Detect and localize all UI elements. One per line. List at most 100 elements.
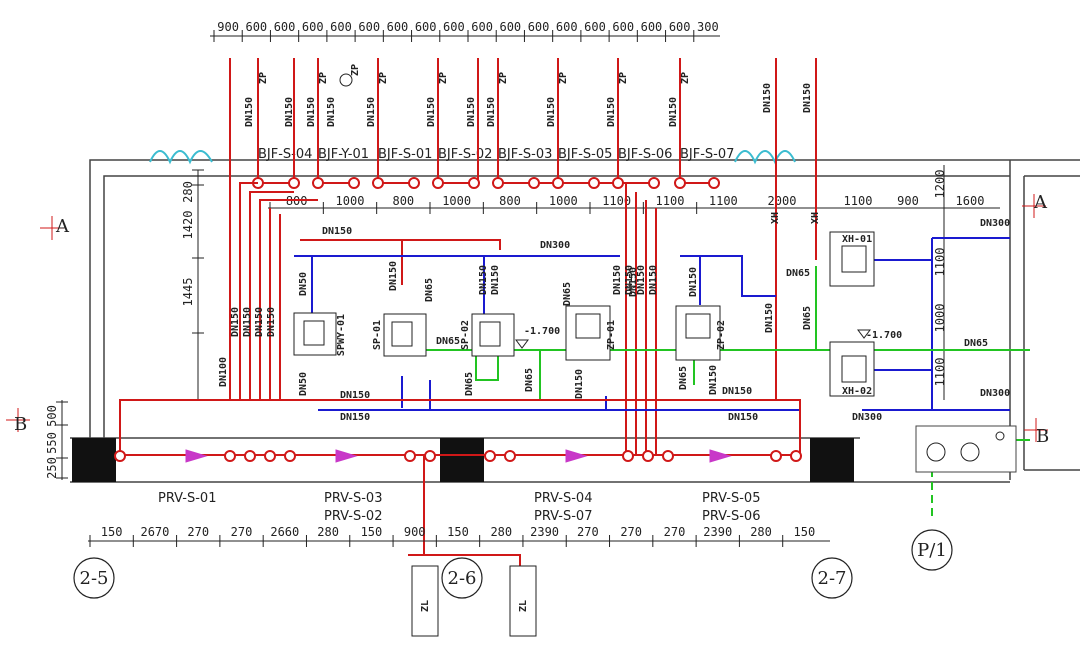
gauge-icon <box>339 73 353 87</box>
dim-bottom: 270 <box>664 525 686 539</box>
riser-label: DN150 <box>366 97 377 127</box>
dim-bottom: 2390 <box>530 525 559 539</box>
upper-cross-pipe <box>300 239 501 285</box>
dim-left-500: 500 <box>45 405 59 427</box>
label-dn150: DN150 <box>490 265 501 295</box>
dim-top: 600 <box>528 20 550 34</box>
dim-bottom: 150 <box>361 525 383 539</box>
dim-left-250: 250 <box>45 457 59 479</box>
level-markers: -1.700 -1.700 <box>515 326 902 349</box>
dim-right-1100b: 1100 <box>933 358 947 387</box>
trunk-label: DN150 <box>254 307 265 337</box>
trunk-label: DN150 <box>612 265 623 295</box>
zp-tag: ZP <box>680 72 691 84</box>
tag-bjf-s-04: BJF-S-04 <box>258 147 312 162</box>
trunk-label: DN150 <box>624 265 635 295</box>
dim-bottom: 2670 <box>140 525 169 539</box>
grid-bubble <box>441 557 483 599</box>
label-dn150-lower-c: DN150 <box>728 412 758 423</box>
dim-top: 600 <box>471 20 493 34</box>
walls <box>70 159 1080 483</box>
label-dn300-lower: DN300 <box>852 412 882 423</box>
label-dn65-xh: DN65 <box>786 268 810 279</box>
dim-top: 600 <box>274 20 296 34</box>
dim-right-1200: 1200 <box>933 170 947 199</box>
system-tags: BJF-S-04 BJF-Y-01 BJF-S-01 BJF-S-02 BJF-… <box>258 147 734 162</box>
dim-second-right: 1600 <box>956 194 985 208</box>
middle-trunk-bundle <box>625 183 657 455</box>
label-dn150-lower-b: DN150 <box>340 412 370 423</box>
dim-top: 600 <box>584 20 606 34</box>
xh-tag: XH <box>770 212 781 224</box>
zl-tag: ZL <box>518 600 529 612</box>
dim-bottom: 2660 <box>270 525 299 539</box>
dim-bottom: 280 <box>750 525 772 539</box>
zp-tag: ZP <box>378 72 389 84</box>
label-xh-02: XH-02 <box>842 386 872 397</box>
prv-label: PRV-S-03 <box>324 491 382 506</box>
label-dn65: DN65 <box>524 368 535 392</box>
riser-label: DN150 <box>306 97 317 127</box>
label-zp-02: ZP-02 <box>716 320 727 350</box>
section-mark-b-right: B <box>1036 426 1049 447</box>
label-dn150-xh: DN150 <box>764 303 775 333</box>
prv-label: PRV-S-06 <box>702 509 760 524</box>
grid-bubble <box>73 557 115 599</box>
dim-top: 600 <box>387 20 409 34</box>
level-label: -1.700 <box>524 326 560 337</box>
dim-top: 600 <box>443 20 465 34</box>
dim-second: 800 <box>392 194 414 208</box>
dim-second: 800 <box>499 194 521 208</box>
dim-right-1000: 1000 <box>933 304 947 333</box>
dim-second-right: 900 <box>897 194 919 208</box>
label-dn150-vert: DN150 <box>628 267 639 297</box>
dim-right-1100: 1100 <box>933 248 947 277</box>
grid-label: 2-7 <box>818 568 847 589</box>
dim-top: 600 <box>612 20 634 34</box>
label-dn300-right-bot: DN300 <box>980 388 1010 399</box>
zp-tag: ZP <box>558 72 569 84</box>
grid-label: 2-6 <box>448 568 477 589</box>
pipe-label-dn150-upper: DN150 <box>322 226 352 237</box>
dim-top: 600 <box>245 20 267 34</box>
water-pipes <box>294 237 1010 411</box>
dim-bottom: 150 <box>101 525 123 539</box>
dim-bottom: 270 <box>231 525 253 539</box>
riser-zp-tags: ZP ZP ZP ZP ZP ZP ZP ZP ZP <box>258 64 691 87</box>
zp-tag: ZP <box>350 64 361 76</box>
zp-tag: ZP <box>618 72 629 84</box>
lower-fire-mains <box>119 399 801 570</box>
dim-bottom: 150 <box>447 525 469 539</box>
grid-label: 2-5 <box>80 568 109 589</box>
dim-top: 300 <box>697 20 719 34</box>
dim-top: 600 <box>669 20 691 34</box>
tag-bjf-s-01: BJF-S-01 <box>378 147 432 162</box>
dim-bottom: 270 <box>187 525 209 539</box>
riser-label: DN150 <box>466 97 477 127</box>
dim-second: 1000 <box>549 194 578 208</box>
xh-tag: XH <box>810 212 821 224</box>
grid-axis-markers: 2-5 2-6 2-7 <box>73 557 853 599</box>
dim-bottom: 2390 <box>703 525 732 539</box>
riser-label: DN150 <box>486 97 497 127</box>
label-dn65-right: DN65 <box>964 338 988 349</box>
section-mark-b-left: B <box>14 414 27 435</box>
label-xh-01: XH-01 <box>842 234 872 245</box>
dim-second-right: 1100 <box>844 194 873 208</box>
trunk-label: DN150 <box>648 265 659 295</box>
dim-top: 600 <box>415 20 437 34</box>
dim-second: 1100 <box>602 194 631 208</box>
trunk-label-dn100: DN100 <box>218 357 229 387</box>
equipment-labels: SPWY-01 SP-01 SP-02 ZP-01 ZP-02 XH-01 XH… <box>336 234 872 397</box>
zp-tag: ZP <box>498 72 509 84</box>
dim-bottom: 150 <box>794 525 816 539</box>
dim-second: 1100 <box>709 194 738 208</box>
dim-top: 600 <box>302 20 324 34</box>
dim-left-1420: 1420 <box>181 211 195 240</box>
label-sp-02: SP-02 <box>460 320 471 350</box>
label-dn150: DN150 <box>722 386 752 397</box>
prv-valves <box>185 449 732 463</box>
structural-columns <box>72 438 854 482</box>
dim-top: 600 <box>499 20 521 34</box>
